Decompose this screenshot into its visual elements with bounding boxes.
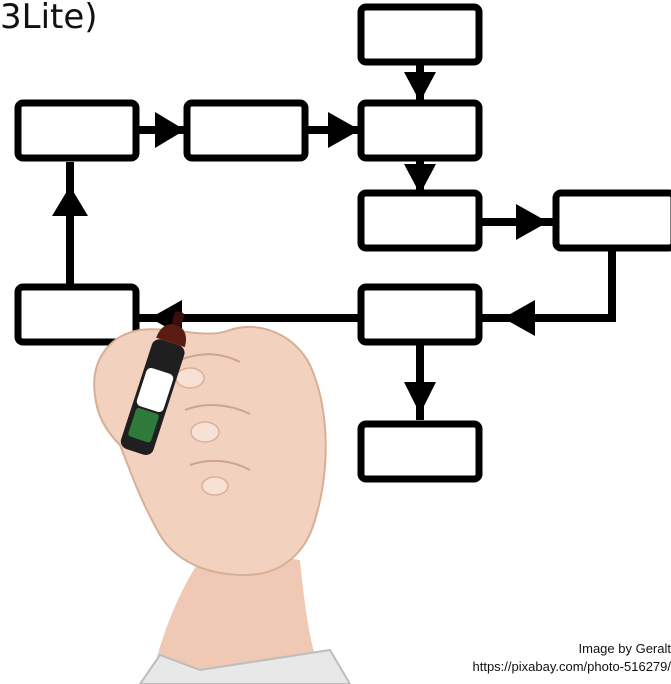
arrowhead-down-3 — [404, 382, 436, 414]
flow-box-row1-middle — [183, 99, 309, 162]
credit-line-1: Image by Geralt — [578, 641, 671, 656]
flowchart-arrowheads — [52, 72, 548, 414]
flow-box-row3-right — [357, 283, 483, 346]
flow-box-top — [357, 3, 483, 66]
arrowhead-down-2 — [404, 164, 436, 194]
arrowhead-right-1 — [155, 112, 185, 148]
arrowhead-down-1 — [404, 72, 436, 102]
flow-box-row3-left — [14, 283, 140, 346]
page-title-fragment: 3Lite) — [0, 0, 98, 37]
flow-box-row2-center — [357, 189, 483, 252]
arrowhead-right-2 — [328, 112, 360, 148]
arrowhead-right-3 — [516, 204, 548, 240]
flow-box-row1-right — [357, 99, 483, 162]
image-credit: Image by Geralt https://pixabay.com/phot… — [473, 640, 671, 675]
flowchart-boxes — [14, 3, 671, 483]
hand-holding-marker-icon — [93, 311, 352, 684]
flow-box-bottom — [357, 420, 483, 483]
arrowhead-left-1 — [503, 300, 535, 336]
flow-box-row1-left — [14, 99, 140, 162]
arrowhead-up-1 — [52, 186, 88, 216]
flow-box-row2-right — [552, 189, 671, 252]
credit-line-2: https://pixabay.com/photo-516279/ — [472, 658, 671, 674]
